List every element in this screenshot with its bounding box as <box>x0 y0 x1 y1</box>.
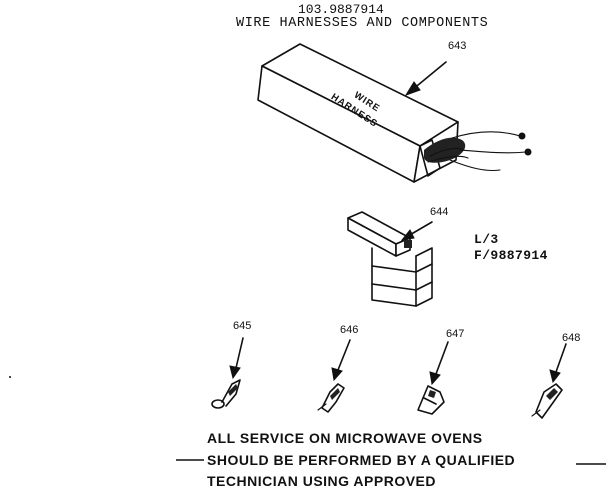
reference-line-2: F/9887914 <box>474 248 548 263</box>
part-number-644: 644 <box>430 206 449 218</box>
harness-leader-line <box>411 61 447 91</box>
wire-harness-box: WIRE HARNESS <box>257 43 532 183</box>
harness-wire-1 <box>451 131 521 139</box>
stray-mark <box>9 376 11 378</box>
connector-body <box>371 247 417 307</box>
part-number-648: 648 <box>562 332 581 344</box>
terminal-645-drawing <box>211 337 244 409</box>
harness-wire-2 <box>459 149 527 154</box>
harness-box-flap <box>419 139 441 177</box>
harness-wire-1-end <box>518 132 526 140</box>
connector-arrowhead <box>400 229 415 241</box>
terminal-647-drawing <box>417 341 449 415</box>
terminal-645-leader <box>235 337 244 369</box>
part-number-645: 645 <box>233 320 252 332</box>
harness-wire-3 <box>449 159 501 172</box>
notice-line-1: ALL SERVICE ON MICROWAVE OVENS <box>207 430 483 446</box>
terminal-648-leader <box>555 343 567 373</box>
terminal-646-leader <box>337 339 351 371</box>
part-number-643: 643 <box>448 40 467 52</box>
model-number: 103.9887914 <box>298 2 384 17</box>
terminal-646-drawing <box>317 339 351 413</box>
part-number-646: 646 <box>340 324 359 336</box>
harness-arrowhead <box>404 81 421 96</box>
harness-wire-2-end <box>524 148 532 156</box>
reference-line-1: L/3 <box>474 232 499 247</box>
diagram-title: WIRE HARNESSES AND COMPONENTS <box>236 16 489 31</box>
terminal-647-leader <box>435 341 449 375</box>
part-number-647: 647 <box>446 328 465 340</box>
terminal-648-drawing <box>531 343 567 419</box>
notice-line-2: SHOULD BE PERFORMED BY A QUALIFIED <box>207 452 516 468</box>
connector-block <box>347 211 433 307</box>
notice-line-3: TECHNICIAN USING APPROVED <box>207 473 437 489</box>
